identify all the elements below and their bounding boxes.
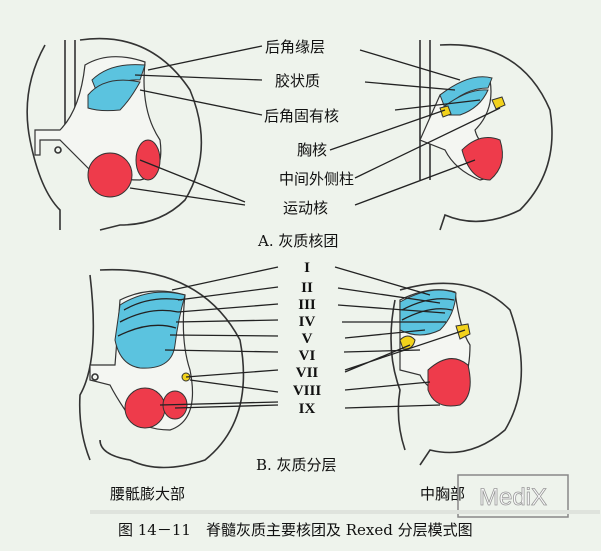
section-b-right-cord (390, 282, 523, 466)
label-nucleus-proprius: 后角固有核 (264, 107, 339, 125)
lamina-v: V (302, 331, 313, 347)
lamina-iii: III (298, 297, 316, 313)
label-thoracic-nucleus: 胸核 (297, 141, 327, 159)
lamina-vi: VI (299, 348, 316, 364)
intermediolateral-column (491, 96, 506, 110)
watermark-logo: MediX (479, 484, 547, 511)
lamina-blue-right (399, 289, 457, 336)
motor-nucleus-left-1 (87, 152, 133, 198)
caption-lumbosacral: 腰骶膨大部 (110, 485, 185, 503)
label-intermediolateral: 中间外侧柱 (279, 170, 354, 188)
substantia-gelatinosa (87, 79, 141, 112)
section-b-left-cord (78, 268, 245, 469)
lamina-viii: VIII (293, 383, 322, 399)
section-a-right-cord (419, 40, 553, 231)
motor-nucleus-left-2 (135, 139, 161, 181)
label-motor-nucleus: 运动核 (283, 199, 328, 217)
label-marginal-layer: 后角缘层 (265, 38, 325, 56)
lamina-vii: VII (296, 365, 319, 381)
section-a-title: A. 灰质核团 (257, 232, 338, 250)
label-substantia-gelatinosa: 胶状质 (275, 72, 320, 90)
section-a-labels: 后角缘层 胶状质 后角固有核 胸核 中间外侧柱 运动核 A. 灰质核团 (257, 38, 354, 250)
motor-nucleus-right (461, 137, 503, 181)
lamina-ix: IX (299, 401, 316, 417)
lamina-iv: IV (299, 314, 316, 330)
lamina-ii: II (301, 280, 313, 296)
figure-caption: 图 14－11 脊髓灰质主要核团及 Rexed 分层模式图 (118, 521, 473, 539)
lamina-i: I (304, 260, 310, 276)
section-b-leader-lines (159, 266, 466, 409)
lamina-ix-left-1 (124, 387, 166, 429)
lamina-labels: I II III IV V VI VII VIII IX (293, 260, 322, 417)
thoracic-nucleus (439, 105, 452, 118)
intermediolateral-b-right (455, 323, 471, 340)
section-a-left-cord (26, 37, 203, 231)
section-a-leader-lines (129, 45, 501, 206)
lamina-ix-right (427, 358, 471, 407)
caption-midthoracic: 中胸部 (420, 485, 465, 503)
section-b-title: B. 灰质分层 (256, 456, 337, 474)
watermark-box (457, 474, 569, 518)
substantia-gelatinosa-right (441, 89, 489, 116)
